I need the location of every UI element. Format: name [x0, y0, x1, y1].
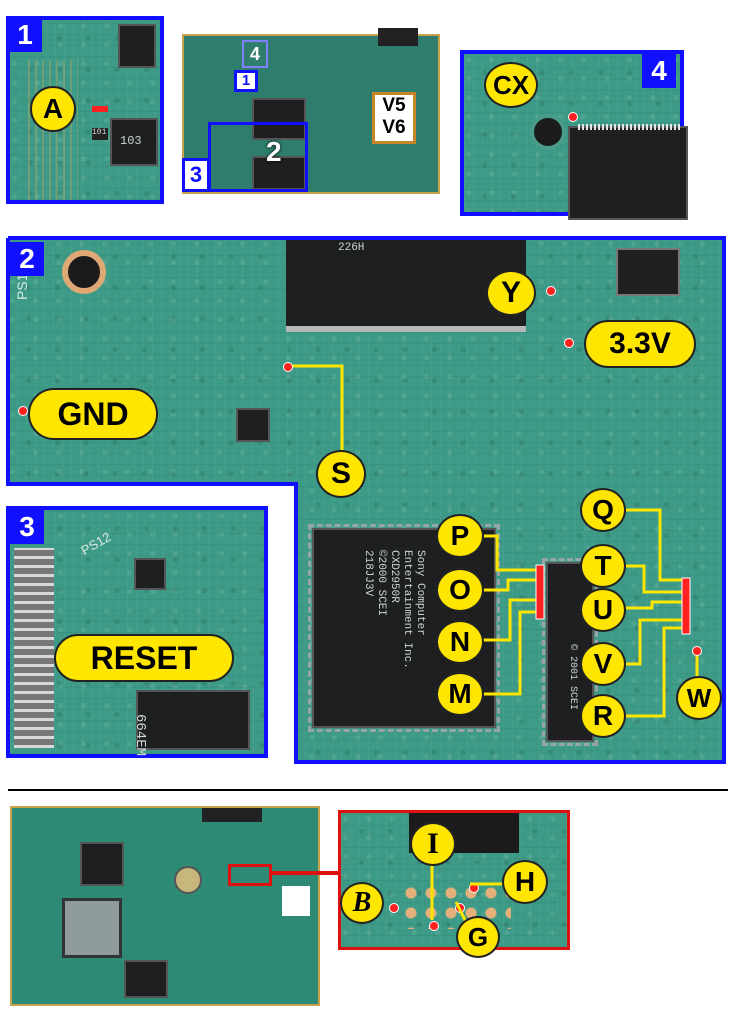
panel2-point-33v [564, 338, 574, 348]
bottom-chip-b [62, 898, 122, 958]
chip-main-line-5: 218JJ3V [362, 550, 374, 597]
label-n: N [436, 620, 484, 664]
label-q: Q [580, 488, 626, 532]
bottom-point-h [469, 883, 479, 893]
panel2-hole [62, 250, 106, 294]
label-s: S [316, 450, 366, 498]
panel4-number-badge: 4 [642, 54, 676, 88]
bottom-connector [202, 808, 262, 822]
panel4-pin-row [578, 124, 682, 130]
panel4-point-cx [568, 112, 578, 122]
overview-version-label: V5 V6 [372, 92, 416, 144]
panel2-chip-main-text: Sony Computer Entertainment Inc. CXD2950… [361, 550, 426, 720]
panel3-silk: PS12 [78, 529, 114, 558]
overview-box-4: 4 [242, 40, 268, 68]
label-a: A [30, 86, 76, 132]
panel2-point-w [692, 646, 702, 656]
panel2-number-badge: 2 [10, 242, 44, 276]
panel1-chip-label: 103 [120, 134, 142, 148]
panel2-point-y [546, 286, 556, 296]
chip-main-line-3: CXD2950R [388, 550, 400, 603]
panel1-number-badge: 1 [8, 18, 42, 52]
version-v5: V5 [382, 95, 406, 116]
panel2-chip-top-label: 226H [338, 242, 365, 254]
panel3-chip-label: 664EM [132, 714, 148, 757]
panel-3: 664EM PS12 [6, 506, 268, 758]
overview-box-3: 3 [182, 158, 210, 192]
label-v: V [580, 642, 626, 686]
label-gnd: GND [28, 388, 158, 440]
label-3-3v: 3.3V [584, 320, 696, 368]
panel3-number-badge: 3 [10, 510, 44, 544]
panel1-pad-a [92, 106, 108, 112]
panel2-regulator [616, 248, 680, 296]
label-r: R [580, 694, 626, 738]
bottom-chip-c [124, 960, 168, 998]
chip-main-line-4: ©2000 SCEI [375, 550, 387, 617]
panel3-chip: 664EM [132, 690, 250, 756]
label-b: B [340, 882, 384, 924]
bottom-board [10, 806, 320, 1006]
bottom-point-g [455, 903, 465, 913]
bottom-point-i [429, 921, 439, 931]
overview-box-2-label: 2 [266, 136, 282, 167]
overview-chip-main [252, 98, 306, 140]
section-divider [8, 789, 728, 791]
chip-main-line-1: Sony Computer [414, 550, 426, 636]
label-h: H [502, 860, 548, 904]
panel1-resistor-label: 101 [92, 128, 107, 137]
label-u: U [580, 588, 626, 632]
bottom-chip-a [80, 842, 124, 886]
bottom-battery [174, 866, 202, 894]
label-g: G [456, 916, 500, 958]
panel4-chip [568, 126, 688, 220]
label-cx: CX [484, 62, 538, 108]
label-reset: RESET [54, 634, 234, 682]
panel2-chip-right-text: © 2001 SCEI [567, 644, 578, 711]
overview-box-1: 1 [234, 70, 258, 92]
panel1-chip-top [118, 24, 156, 68]
label-w: W [676, 676, 722, 720]
panel2-small-chip [236, 408, 270, 442]
bottom-point-b [389, 903, 399, 913]
label-t: T [580, 544, 626, 588]
panel2-point-s [283, 362, 293, 372]
panel1-resistor: 101 [92, 128, 108, 140]
label-y: Y [486, 270, 536, 316]
bottom-cutout [282, 886, 310, 916]
overview-connector [378, 28, 418, 46]
panel-1: 103 101 [6, 16, 164, 204]
bottom-highlight-box [228, 864, 272, 886]
chip-main-line-2: Entertainment Inc. [401, 550, 413, 669]
panel1-chip-103: 103 [110, 118, 158, 166]
label-m: M [436, 672, 484, 716]
label-o: O [436, 568, 484, 612]
overview-box-2 [208, 122, 308, 192]
panel4-hole [530, 114, 566, 150]
overview-board: 2 1 4 3 V5 V6 [182, 28, 442, 198]
panel3-small-chip [134, 558, 166, 590]
panel3-connector [14, 548, 54, 748]
label-i: I [410, 822, 456, 866]
panel2-point-gnd [18, 406, 28, 416]
version-v6: V6 [382, 117, 406, 138]
label-p: P [436, 514, 484, 558]
